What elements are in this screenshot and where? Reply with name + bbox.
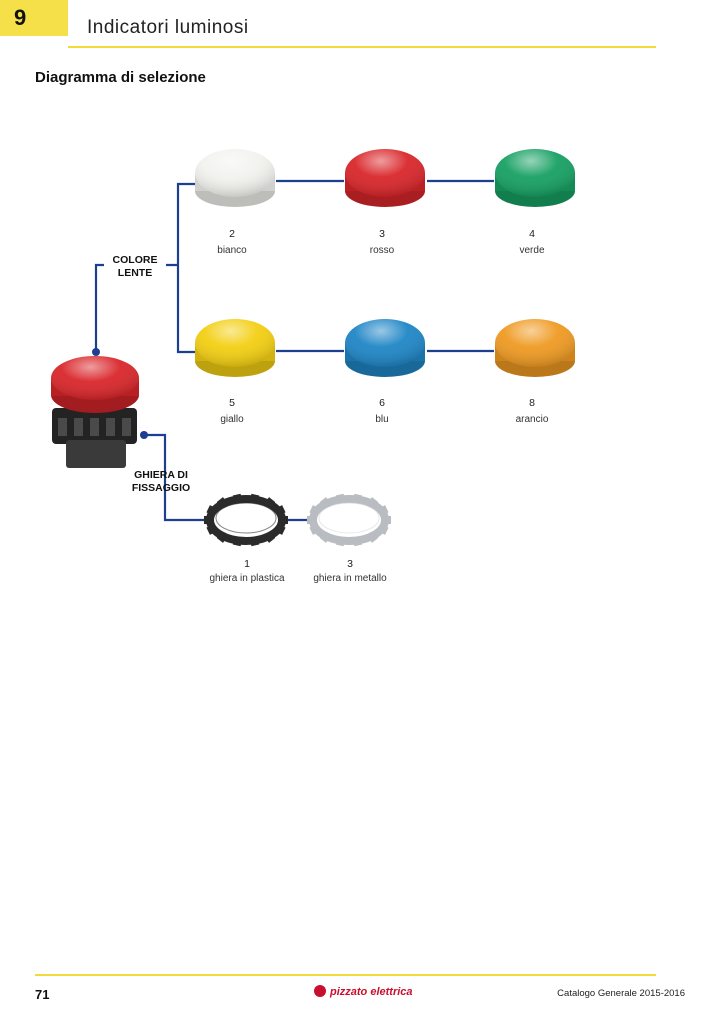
- product-grip: [58, 418, 67, 436]
- product-body: [66, 440, 126, 468]
- product-image: [51, 356, 139, 468]
- lens-name: verde: [519, 245, 545, 256]
- product-grip: [122, 418, 131, 436]
- lens-name: bianco: [217, 245, 247, 256]
- product-grip: [106, 418, 115, 436]
- brand-mark-icon: [314, 985, 326, 997]
- page-number: 71: [35, 987, 50, 1002]
- subtitle: Diagramma di selezione: [35, 69, 206, 86]
- ring-code: 3: [347, 558, 353, 570]
- fixing-ring-label: GHIERA DI FISSAGGIO: [131, 469, 191, 494]
- lens-rosso: [345, 149, 425, 207]
- brand-logo: pizzato elettrica: [314, 985, 413, 998]
- ring-code: 1: [244, 558, 250, 570]
- header-rule: [68, 46, 656, 48]
- lens-color-label: COLORE LENTE: [112, 254, 158, 279]
- lens-name: rosso: [369, 245, 395, 256]
- section-title: Indicatori luminosi: [87, 17, 249, 38]
- lens-code: 8: [529, 397, 535, 409]
- ring-image: [204, 493, 288, 547]
- product-lens-shine: [51, 356, 139, 400]
- product-grip: [74, 418, 83, 436]
- lens-name: giallo: [220, 414, 244, 425]
- lens-arancio: [495, 319, 575, 377]
- lens-code: 5: [229, 397, 235, 409]
- lens-code: 3: [379, 228, 385, 240]
- connector-dot-ring: [140, 431, 148, 439]
- lens-code: 2: [229, 228, 235, 240]
- connector-lens-tree: [166, 182, 198, 354]
- ring-name: ghiera in metallo: [313, 573, 387, 584]
- lens-name: arancio: [515, 414, 549, 425]
- lens-code: 4: [529, 228, 535, 240]
- footer-rule: [35, 974, 656, 976]
- catalog-note: Catalogo Generale 2015-2016: [557, 988, 685, 999]
- ring-name: ghiera in plastica: [209, 573, 285, 584]
- connector-dot-lens: [92, 348, 100, 356]
- lens-verde: [495, 149, 575, 207]
- lens-name: blu: [375, 414, 389, 425]
- lens-giallo: [195, 319, 275, 377]
- lens-bianco: [195, 149, 275, 207]
- lens-code: 6: [379, 397, 385, 409]
- ring-image: [307, 493, 391, 547]
- product-grip: [90, 418, 99, 436]
- connector-ring-tree: [144, 433, 205, 522]
- connector-lens-branch: [94, 263, 104, 352]
- chapter-tab: 9: [0, 0, 68, 36]
- lens-blu: [345, 319, 425, 377]
